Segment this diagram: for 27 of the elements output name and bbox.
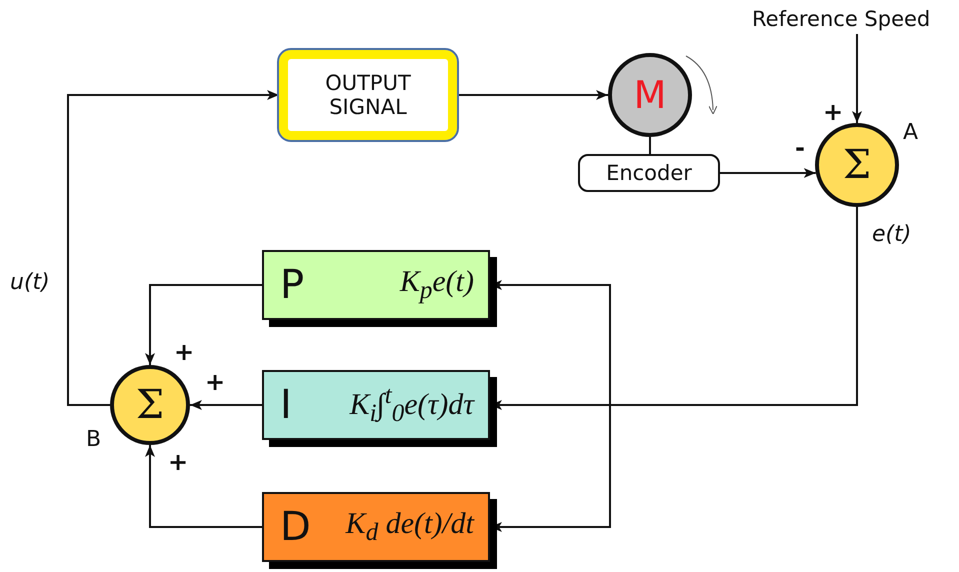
arrow [145,445,262,528]
arrow [720,168,816,178]
arrow [457,90,608,100]
motor-circle: M [608,53,692,137]
arrow [852,34,862,123]
sign-label: + [205,370,226,394]
formula: K$_{p}$e(t) [400,265,474,305]
arrow [145,284,262,365]
arrow [190,400,262,410]
arrow [67,90,279,406]
connector-line [649,137,651,154]
sign-label: - [795,136,805,160]
formula: K$_{d}$ de(t)/dt [346,507,474,547]
sign-label: + [823,100,844,124]
input-label: Reference Speed [752,4,956,34]
output-signal-box: OUTPUT SIGNAL [279,50,457,140]
block-letter: P [280,262,304,308]
summing-junction: Σ [815,123,899,207]
junction-label: B [86,427,102,452]
encoder-box: Encoder [578,154,720,192]
summing-junction: Σ [110,365,190,445]
sign-label: + [174,340,194,364]
block-letter: I [280,382,292,428]
sign-label: + [168,450,188,474]
junction-label: A [903,120,918,145]
formula: K$_{i}$∫$^{t}$$_{0}$e(τ)dτ [350,382,474,428]
block-letter: D [280,504,311,550]
